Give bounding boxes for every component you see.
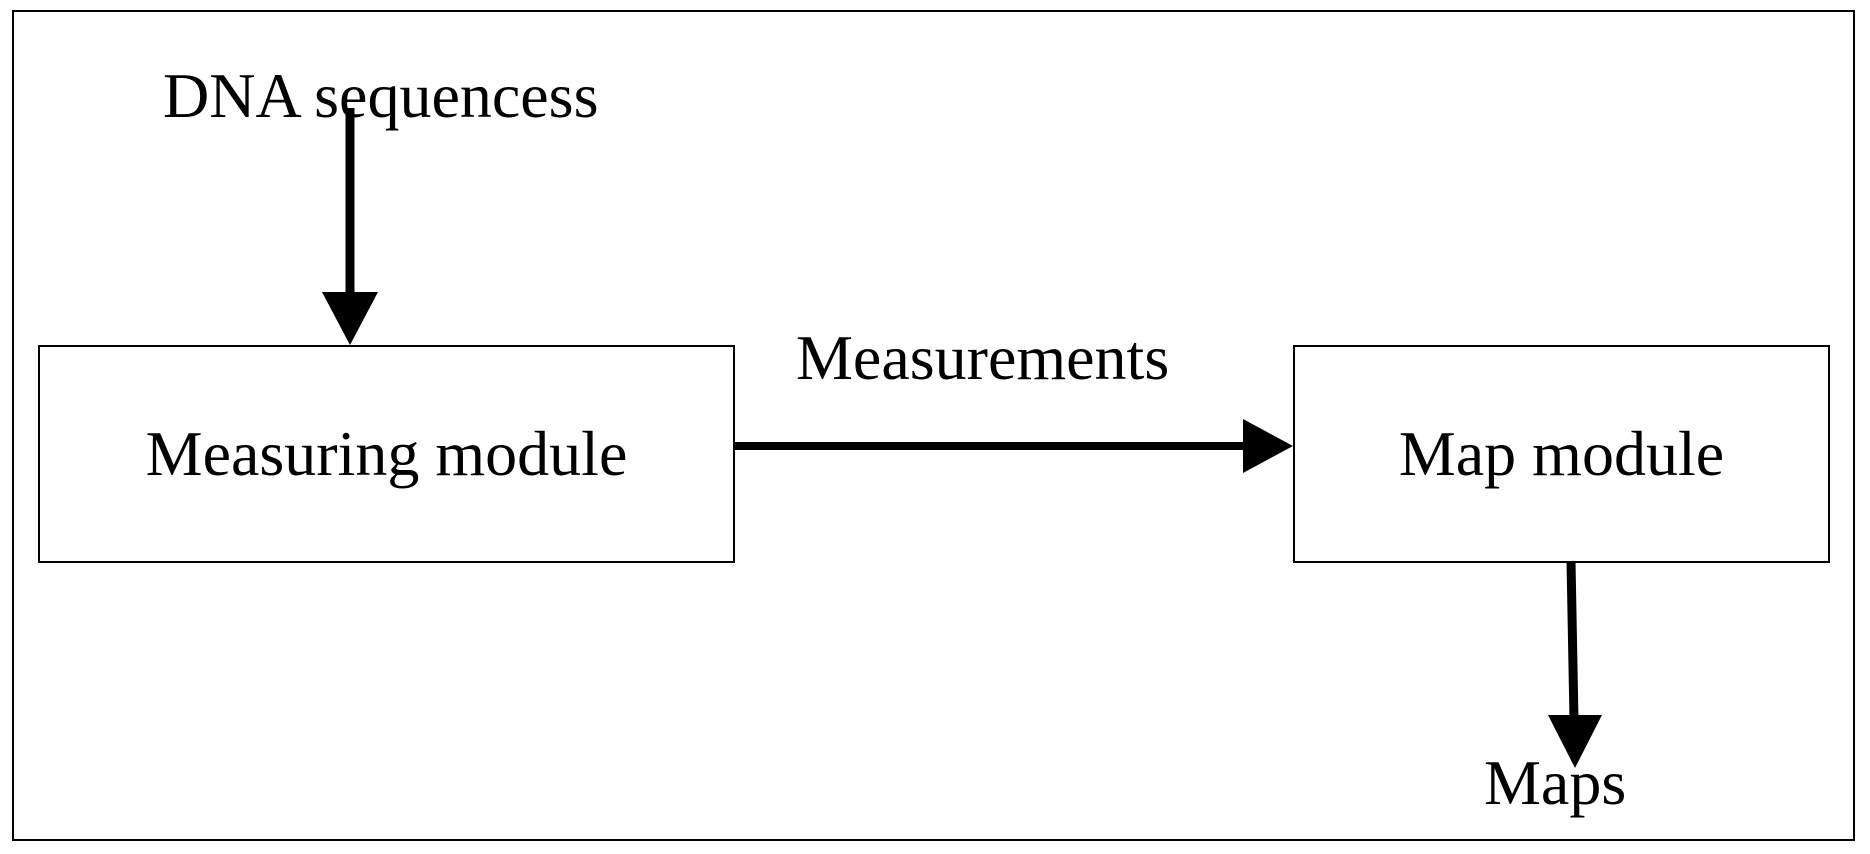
arrow-measuring-to-map	[735, 419, 1293, 473]
input-label: DNA sequencess	[163, 60, 599, 131]
arrow-dna-to-measuring	[322, 108, 378, 345]
output-label: Maps	[1484, 747, 1627, 818]
measuring-module-label: Measuring module	[145, 418, 628, 489]
measuring-module-box: Measuring module	[38, 345, 735, 563]
map-module-label: Map module	[1398, 418, 1725, 489]
arrow-map-to-maps	[1548, 560, 1602, 768]
diagram-frame	[12, 10, 1855, 841]
measurements-label: Measurements	[796, 322, 1170, 393]
arrowhead-down-icon	[1548, 715, 1602, 768]
arrow-shaft	[1566, 560, 1579, 721]
arrowhead-down-icon	[322, 292, 378, 345]
arrowhead-right-icon	[1243, 419, 1293, 473]
map-module-box: Map module	[1293, 345, 1830, 563]
